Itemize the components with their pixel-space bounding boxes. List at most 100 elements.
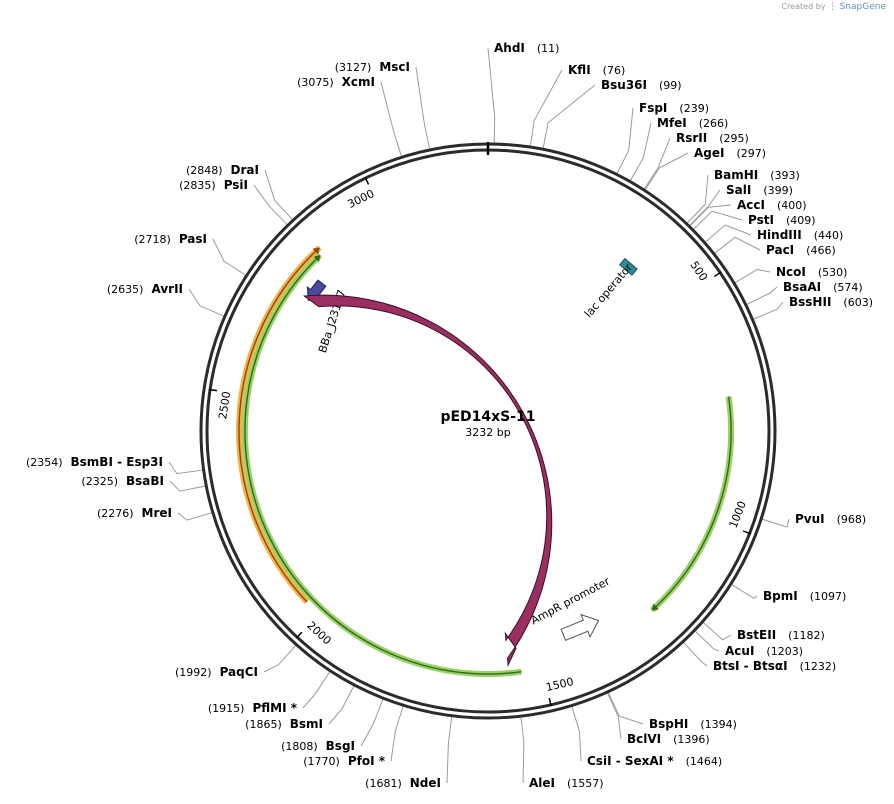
enzyme-name: AvrII	[151, 282, 183, 296]
enzyme-position: (76)	[603, 64, 626, 77]
enzyme-position: (1865)	[245, 718, 282, 731]
enzyme-site: BsaBI(2325)	[81, 474, 164, 488]
lac-operator-box	[619, 257, 638, 276]
enzyme-name: CsiI - SexAI *	[587, 754, 674, 768]
enzyme-name: BtsI - BtsαI	[713, 659, 788, 673]
enzyme-leader-line	[263, 644, 297, 673]
enzyme-site: DraI(2848)	[186, 163, 259, 177]
enzyme-name: AccI	[737, 198, 765, 212]
enzyme-position: (2848)	[186, 164, 223, 177]
enzyme-site: AcuI(1203)	[725, 644, 803, 658]
enzyme-leader-line	[686, 174, 709, 225]
tick-label: 2500	[216, 390, 233, 420]
enzyme-site: AgeI(297)	[694, 146, 766, 160]
enzyme-site: AccI (400)	[737, 198, 807, 212]
enzyme-position: (295)	[719, 132, 749, 145]
credit-brand: SnapGene	[839, 2, 886, 12]
enzyme-leader-line	[682, 641, 708, 667]
feature-label-lac-operator: lac operator	[582, 261, 636, 320]
enzyme-leader-line	[542, 84, 596, 150]
enzyme-site: KflI(76)	[568, 63, 625, 77]
enzyme-site: SalI(399)	[726, 183, 793, 197]
tick-mark	[742, 530, 751, 535]
enzyme-site: BtsI - BtsαI(1232)	[713, 659, 836, 673]
enzyme-name: MscI	[379, 60, 410, 74]
enzyme-site: BsgI(1808)	[281, 739, 355, 753]
enzyme-position: (1770)	[303, 755, 340, 768]
enzyme-position: (1992)	[175, 666, 212, 679]
enzyme-position: (968)	[837, 513, 867, 526]
enzyme-leader-line	[188, 288, 226, 318]
snapgene-logo: ⋮	[828, 2, 838, 12]
enzyme-position: (1915)	[208, 702, 245, 715]
enzyme-name: FspI	[639, 101, 667, 115]
plasmid-length: 3232 bp	[465, 426, 510, 439]
enzyme-name: HindIII	[757, 228, 802, 242]
enzyme-name: MreI	[142, 506, 172, 520]
enzyme-site: MreI(2276)	[97, 506, 172, 520]
enzyme-leader-line	[688, 204, 732, 227]
enzyme-site: BpmI(1097)	[763, 589, 846, 603]
enzyme-leader-line	[169, 480, 207, 492]
enzyme-position: (440)	[814, 229, 844, 242]
enzyme-name: BsaBI	[126, 474, 164, 488]
enzyme-position: (1396)	[673, 733, 710, 746]
enzyme-leader-line	[688, 189, 721, 227]
tick-mark	[364, 176, 370, 185]
enzyme-name: RsrII	[676, 131, 707, 145]
enzyme-site: RsrII (295)	[676, 131, 749, 145]
enzyme-name: BssHII	[789, 295, 831, 309]
tick-label: 2000	[304, 619, 333, 648]
enzyme-name: PsiI	[224, 178, 248, 192]
feature-thin-arrow	[242, 253, 522, 677]
feature-lac-operator: lac operator	[582, 257, 638, 320]
enzyme-position: (400)	[777, 199, 807, 212]
enzyme-leader-line	[328, 684, 355, 725]
enzyme-leader-line	[616, 107, 634, 175]
enzyme-name: Bsu36I	[601, 78, 647, 92]
enzyme-site: MscI(3127)	[335, 60, 410, 74]
feature-thin-arrow	[649, 396, 735, 613]
enzyme-site: CsiI - SexAI *(1464)	[587, 754, 722, 768]
enzyme-name: AhdI	[494, 41, 525, 55]
enzyme-leader-line	[253, 184, 289, 226]
tick-label: 1000	[727, 499, 749, 530]
enzyme-position: (466)	[806, 244, 836, 257]
snapgene-credit: Created by ⋮ SnapGene	[781, 2, 886, 12]
feature-thin-band	[649, 396, 735, 613]
enzyme-name: BsmBI - Esp3I	[71, 455, 163, 469]
feature-thin-line	[651, 396, 732, 611]
enzyme-name: NdeI	[410, 776, 441, 790]
enzyme-position: (2635)	[107, 283, 144, 296]
enzyme-position: (1394)	[700, 718, 737, 731]
feature-thin-band	[242, 253, 522, 677]
ampr-promoter-arrow	[560, 613, 600, 641]
enzyme-name: PaqCI	[220, 665, 258, 679]
enzyme-name: SalI	[726, 183, 751, 197]
feature-thin-arrowhead	[313, 255, 321, 263]
enzyme-leader-line	[529, 69, 563, 148]
enzyme-site: BsaAI(574)	[783, 280, 863, 294]
tick-label: 3000	[345, 187, 376, 211]
enzyme-site: PasI(2718)	[134, 232, 207, 246]
enzyme-name: MfeI	[657, 116, 687, 130]
enzyme-position: (603)	[843, 296, 873, 309]
enzyme-site: BsmBI - Esp3I(2354)	[26, 455, 163, 469]
enzyme-site: BamHI(393)	[714, 168, 800, 182]
enzyme-site: MfeI(266)	[657, 116, 728, 130]
enzyme-leader-line	[730, 583, 758, 599]
enzyme-site: AvrII (2635)	[107, 282, 183, 296]
enzyme-leader-line	[752, 301, 784, 321]
enzyme-leader-line	[415, 66, 431, 151]
enzyme-position: (1097)	[810, 590, 847, 603]
enzyme-site: AleI(1557)	[529, 776, 604, 790]
enzyme-site: NdeI(1681)	[365, 776, 441, 790]
enzyme-site: FspI(239)	[639, 101, 709, 115]
enzyme-name: PasI	[179, 232, 207, 246]
feature-trfa-body	[302, 294, 553, 668]
enzyme-name: NcoI	[776, 265, 806, 279]
enzyme-position: (574)	[833, 281, 863, 294]
enzyme-site: BssHII (603)	[789, 295, 873, 309]
